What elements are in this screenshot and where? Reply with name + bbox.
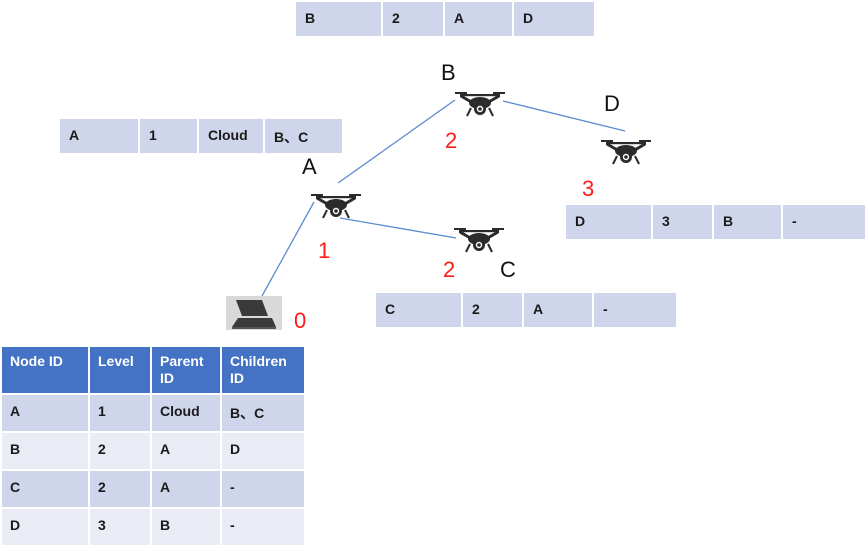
table-cell: D — [220, 431, 306, 471]
parent-id: B — [714, 205, 783, 239]
table-row: D 3 B - — [0, 507, 306, 547]
table-cell: 2 — [88, 469, 152, 509]
drone-icon — [309, 192, 363, 220]
drone-icon — [452, 226, 506, 254]
node-id: C — [376, 293, 463, 327]
table-header-row: Node ID Level Parent ID Children ID — [0, 345, 306, 395]
node-table-d: D 3 B - — [566, 205, 865, 239]
table-cell: A — [150, 469, 222, 509]
table-cell: Cloud — [150, 393, 222, 433]
node-label-d: D — [604, 91, 620, 116]
level-label-b: 2 — [445, 128, 458, 153]
link-gateway-a — [261, 201, 315, 297]
level: 2 — [383, 2, 445, 36]
node-table-a: A 1 Cloud B、C — [60, 119, 342, 153]
level-label-a: 1 — [318, 238, 331, 263]
table-cell: 2 — [88, 431, 152, 471]
table-row: A 1 Cloud B、C — [0, 393, 306, 433]
drone-icon — [453, 90, 507, 118]
table-cell: C — [0, 469, 90, 509]
table-row: B 2 A D — [0, 431, 306, 471]
table-cell: B — [0, 431, 90, 471]
link-a-c — [339, 217, 457, 239]
table-cell: A — [150, 431, 222, 471]
node-table-b: B 2 A D — [296, 2, 594, 36]
table-cell: D — [0, 507, 90, 547]
table-row: C 2 A - — [0, 469, 306, 509]
node-label-c: C — [500, 257, 516, 282]
laptop-icon — [226, 296, 282, 330]
header-node-id: Node ID — [0, 345, 90, 395]
table-cell: - — [220, 469, 306, 509]
level-label-c: 2 — [443, 257, 456, 282]
node-id: D — [566, 205, 653, 239]
node-label-b: B — [441, 60, 456, 85]
level: 3 — [653, 205, 714, 239]
children-id: - — [783, 205, 865, 239]
drone-icon — [599, 138, 653, 166]
table-cell: B — [150, 507, 222, 547]
link-b-d — [502, 100, 626, 132]
table-cell: B、C — [220, 393, 306, 433]
node-label-a: A — [302, 154, 317, 179]
header-level: Level — [88, 345, 152, 395]
header-parent-id: Parent ID — [150, 345, 222, 395]
node-table: Node ID Level Parent ID Children ID A 1 … — [0, 345, 306, 547]
level: 1 — [140, 119, 199, 153]
level-label-gateway: 0 — [294, 308, 307, 333]
children-id: - — [594, 293, 676, 327]
parent-id: A — [445, 2, 514, 36]
table-cell: 3 — [88, 507, 152, 547]
table-cell: A — [0, 393, 90, 433]
table-cell: 1 — [88, 393, 152, 433]
node-id: A — [60, 119, 140, 153]
level-label-d: 3 — [582, 176, 595, 201]
children-id: D — [514, 2, 594, 36]
node-table-c: C 2 A - — [376, 293, 676, 327]
parent-id: Cloud — [199, 119, 265, 153]
children-id: B、C — [265, 119, 342, 153]
parent-id: A — [524, 293, 594, 327]
node-id: B — [296, 2, 383, 36]
header-children-id: Children ID — [220, 345, 306, 395]
level: 2 — [463, 293, 524, 327]
table-cell: - — [220, 507, 306, 547]
link-a-b — [337, 99, 456, 184]
